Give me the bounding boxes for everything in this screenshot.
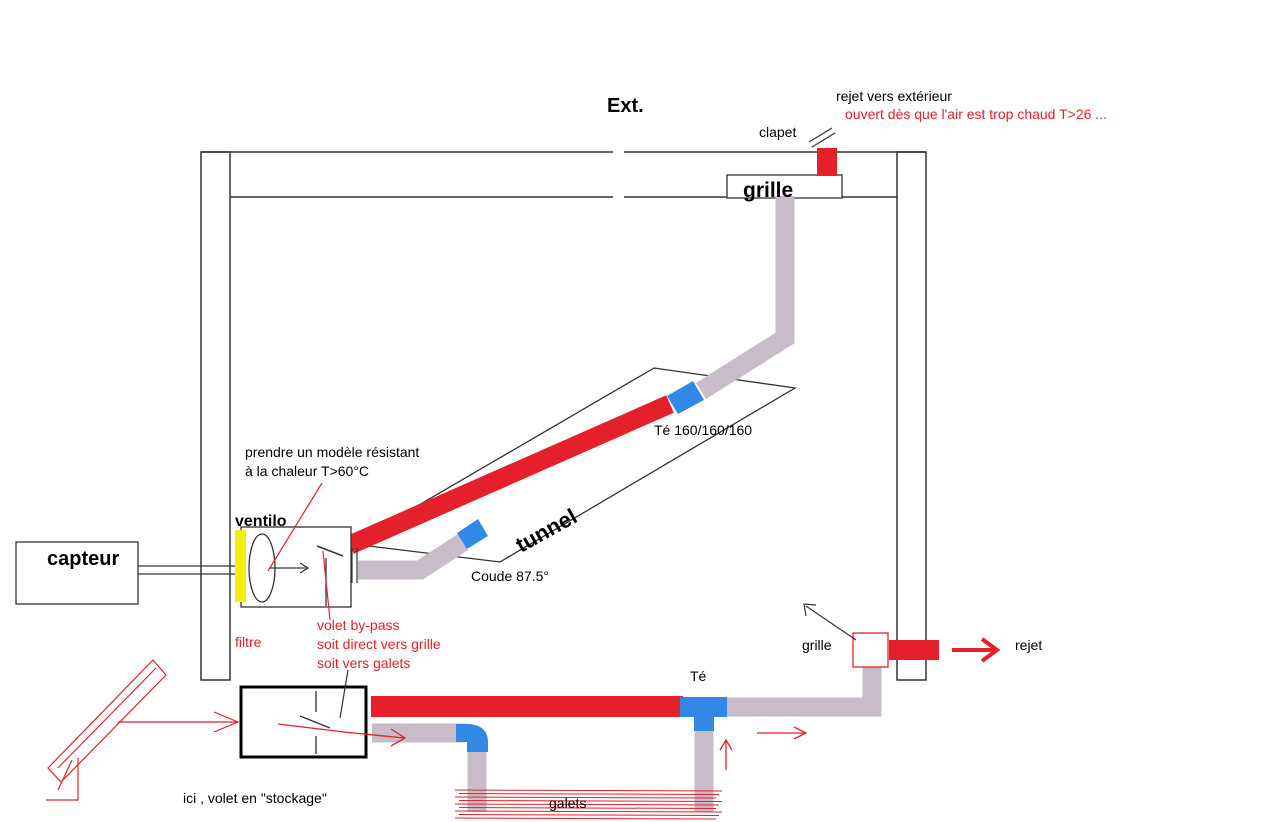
solar-panel-return-diag xyxy=(57,759,73,791)
galets-hatch-line xyxy=(454,817,717,820)
label-filtre: filtre xyxy=(235,634,262,650)
hot-duct-bottom xyxy=(371,696,683,717)
hot-duct-ventilo-to-te xyxy=(346,395,674,554)
galets-hatch xyxy=(454,789,723,820)
volet-flap-icon xyxy=(299,715,331,729)
grille-arrow-head xyxy=(803,603,817,617)
label-grille-bottom: grille xyxy=(802,637,832,653)
galets-hatch-line xyxy=(454,810,723,813)
volet-flow-arrow xyxy=(277,723,405,739)
label-volet-2: soit direct vers grille xyxy=(317,636,441,652)
volet-box xyxy=(239,685,368,759)
label-rejet-exterieur: rejet vers extérieur xyxy=(836,88,952,104)
bypass-flap-icon xyxy=(316,545,344,557)
label-prendre-1: prendre un modèle résistant xyxy=(245,444,419,460)
label-clapet: clapet xyxy=(759,124,796,140)
rejet-red xyxy=(889,640,939,660)
galets-hatch-line xyxy=(458,814,720,816)
label-rejet: rejet xyxy=(1015,637,1042,653)
ventilo xyxy=(235,526,358,608)
tunnel xyxy=(350,367,797,563)
rejet-arrow-head xyxy=(980,637,1001,663)
te-160-connector xyxy=(667,381,704,414)
galets-hatch-line xyxy=(454,796,717,799)
pointer-clapet-2 xyxy=(811,132,836,148)
solar-panel-inner xyxy=(57,667,157,769)
duct-te-to-rejet xyxy=(726,667,882,717)
duct-ventilo-to-coude xyxy=(358,534,469,580)
pointer-lines xyxy=(267,127,857,719)
label-galets: galets xyxy=(549,795,586,811)
duct-grille-to-te xyxy=(695,196,795,400)
galets-hatch-line xyxy=(454,803,720,806)
label-te-bottom: Té xyxy=(690,668,707,684)
label-ventilo: ventilo xyxy=(235,513,287,530)
flow-arrow-right-head xyxy=(793,726,808,740)
ventilo-box xyxy=(240,526,352,608)
label-volet-1: volet by-pass xyxy=(317,617,399,633)
connectors xyxy=(456,381,727,752)
label-capteur: capteur xyxy=(47,548,119,570)
flow-arrows xyxy=(277,637,1001,770)
volet-stockage xyxy=(239,685,368,759)
label-grille-top: grille xyxy=(743,179,793,202)
solar-panel-outline xyxy=(47,659,167,783)
capteur-box xyxy=(15,541,139,605)
label-prendre-2: à la chaleur T>60°C xyxy=(245,463,369,479)
label-coude: Coude 87.5° xyxy=(471,568,549,584)
flow-arrow-up-head xyxy=(719,738,733,751)
hot-ducts xyxy=(346,148,939,717)
solar-panel-return xyxy=(46,758,79,801)
filter-yellow xyxy=(235,530,246,602)
coude-connector xyxy=(457,519,488,549)
grille-arrow xyxy=(805,605,857,641)
coude-bottom-connector xyxy=(456,724,488,752)
galets-hatch-line xyxy=(458,800,723,802)
pointer-prendre xyxy=(267,482,323,572)
pointer-clapet-1 xyxy=(808,127,833,143)
pointer-stockage xyxy=(339,669,349,719)
solar-arrow-in-head xyxy=(213,711,240,733)
solar-panel xyxy=(46,659,240,801)
label-volet-3: soit vers galets xyxy=(317,655,410,671)
label-te-160: Té 160/160/160 xyxy=(654,422,752,438)
label-ouvert-condition: ouvert dès que l'air est trop chaud T>26… xyxy=(845,106,1107,122)
label-tunnel: tunnel xyxy=(511,504,581,558)
pointer-volet-bypass xyxy=(322,550,331,621)
galets-hatch-line xyxy=(458,807,717,809)
galets-hatch-line xyxy=(458,793,720,795)
te-bottom-connector xyxy=(680,697,727,731)
volet-flow-arrow-head xyxy=(390,728,407,747)
label-ext: Ext. xyxy=(607,95,644,117)
fan-arrow-head xyxy=(299,562,310,574)
right-wall xyxy=(896,151,927,681)
label-ici-volet: ici , volet en "stockage" xyxy=(183,790,327,806)
galets-hatch-line xyxy=(454,789,723,792)
left-wall xyxy=(200,151,231,681)
grille-bottom-box xyxy=(852,632,889,668)
labels: Ext. rejet vers extérieur ouvert dès que… xyxy=(47,88,1107,811)
clapet-red xyxy=(817,148,837,176)
